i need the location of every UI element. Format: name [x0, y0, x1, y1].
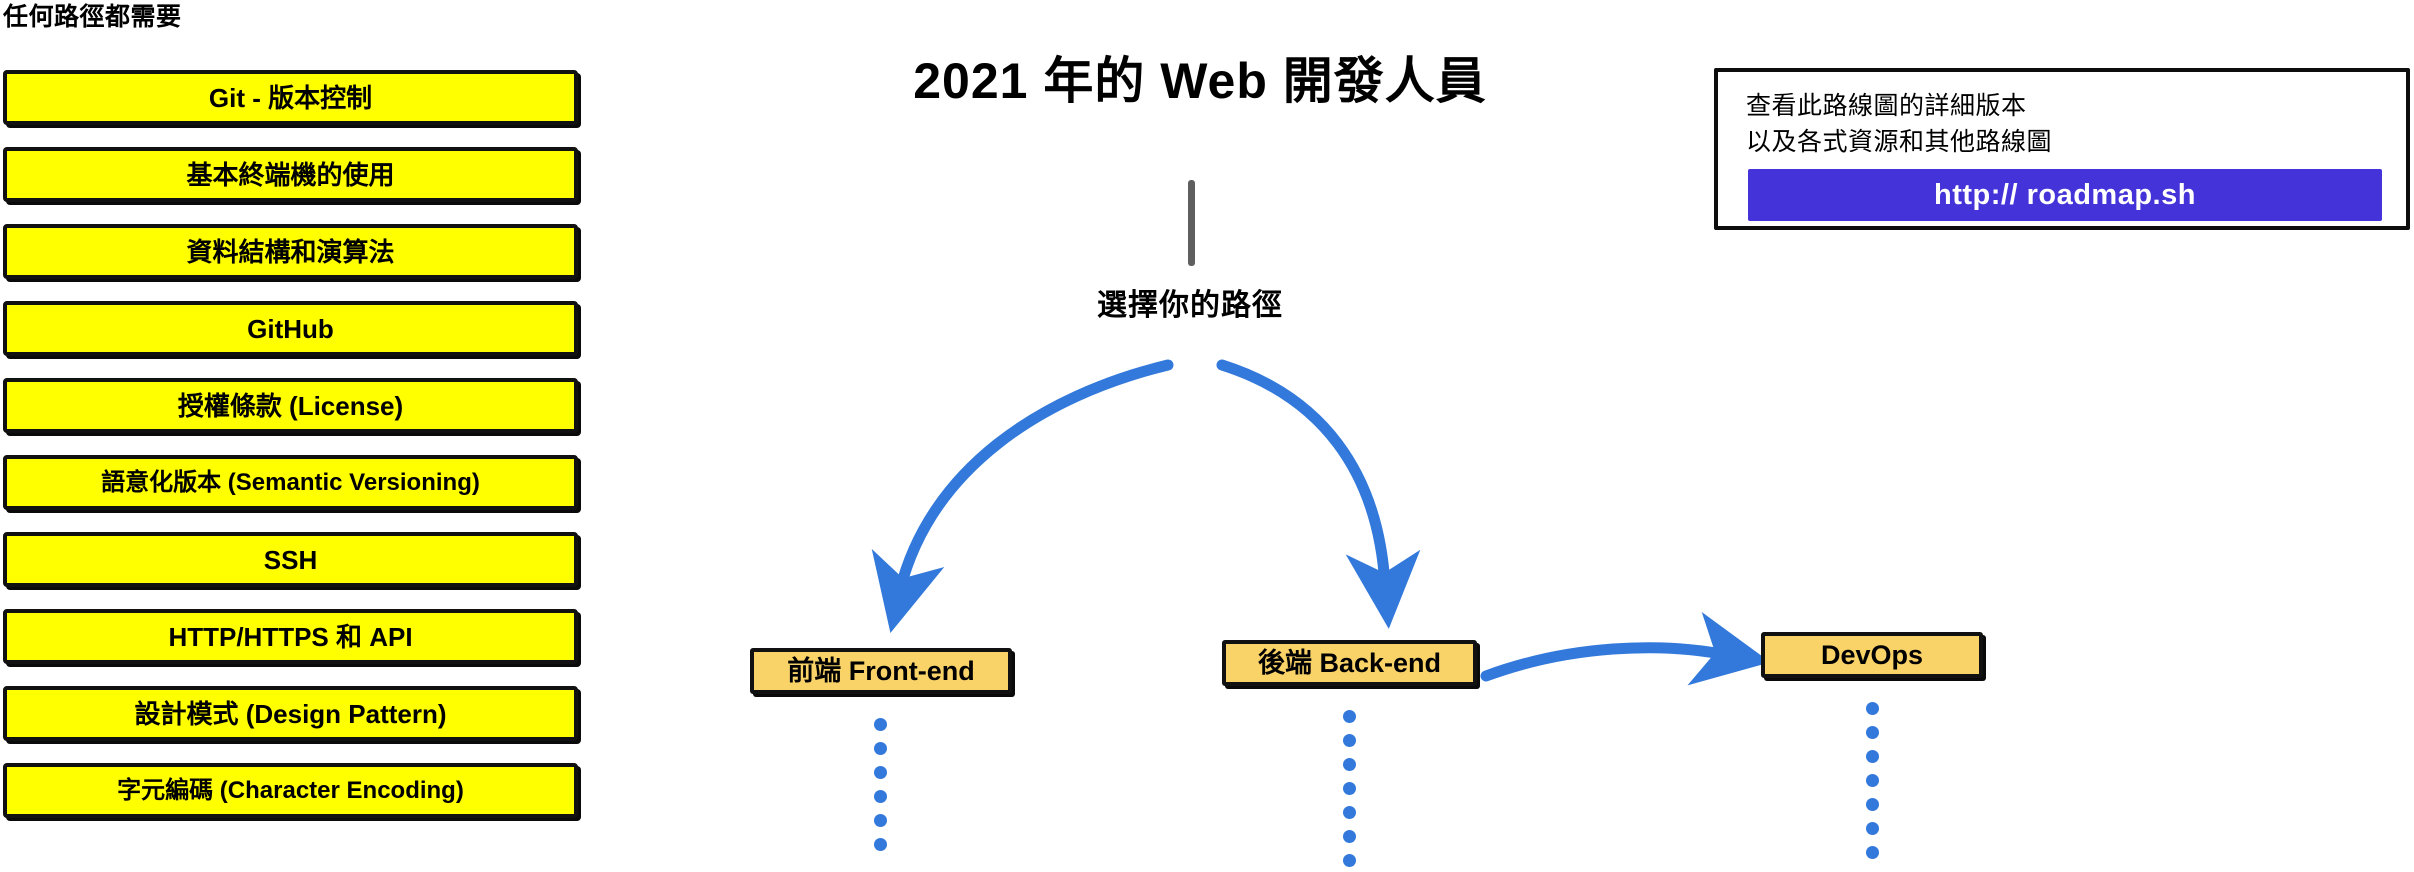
trail-dot: [1343, 734, 1356, 747]
dot-trail-backend: [1343, 710, 1356, 872]
skill-box-terminal[interactable]: 基本終端機的使用: [3, 147, 578, 202]
skill-box-ssh[interactable]: SSH: [3, 532, 578, 587]
skill-box-character-encoding[interactable]: 字元編碼 (Character Encoding): [3, 763, 578, 818]
path-node-devops[interactable]: DevOps: [1761, 632, 1983, 678]
trail-dot: [1866, 750, 1879, 763]
skill-box-design-pattern[interactable]: 設計模式 (Design Pattern): [3, 686, 578, 741]
sidebar-heading: 任何路徑都需要: [3, 3, 182, 31]
trail-dot: [1343, 854, 1356, 867]
skill-box-git[interactable]: Git - 版本控制: [3, 70, 578, 125]
roadmap-url-label: http:// roadmap.sh: [1934, 178, 2196, 211]
arrow-to-backend: [1216, 359, 1421, 629]
info-card: 查看此路線圖的詳細版本 以及各式資源和其他路線圖 http:// roadmap…: [1714, 68, 2410, 230]
skill-box-label: GitHub: [247, 313, 334, 344]
path-node-label: DevOps: [1820, 639, 1924, 670]
skill-box-label: 語意化版本 (Semantic Versioning): [101, 468, 480, 496]
trail-dot: [1343, 806, 1356, 819]
trail-dot: [874, 718, 887, 731]
trail-dot: [1343, 782, 1356, 795]
skill-box-label: SSH: [263, 544, 318, 575]
skill-box-label: 資料結構和演算法: [186, 236, 395, 267]
trail-dot: [1866, 846, 1879, 859]
trail-dot: [874, 814, 887, 827]
trail-dot: [1866, 822, 1879, 835]
arrow-to-frontend: [871, 359, 1174, 633]
trail-dot: [1866, 774, 1879, 787]
path-node-label: 前端 Front-end: [787, 655, 975, 686]
trail-dot: [1343, 710, 1356, 723]
path-node-label: 後端 Back-end: [1257, 647, 1442, 678]
skill-box-license[interactable]: 授權條款 (License): [3, 378, 578, 433]
skill-box-label: 授權條款 (License): [177, 390, 404, 421]
skill-box-label: 基本終端機的使用: [186, 159, 395, 190]
choose-path-label: 選擇你的路徑: [1097, 289, 1283, 322]
trail-dot: [874, 766, 887, 779]
trail-dot: [874, 838, 887, 851]
trail-dot: [1866, 702, 1879, 715]
skill-box-label: 字元編碼 (Character Encoding): [117, 776, 464, 804]
info-card-line-1: 查看此路線圖的詳細版本: [1746, 92, 2027, 120]
skill-box-semantic-versioning[interactable]: 語意化版本 (Semantic Versioning): [3, 455, 578, 510]
trail-dot: [874, 742, 887, 755]
skill-box-github[interactable]: GitHub: [3, 301, 578, 356]
skill-box-label: HTTP/HTTPS 和 API: [168, 621, 413, 652]
skill-box-http-api[interactable]: HTTP/HTTPS 和 API: [3, 609, 578, 664]
path-node-backend[interactable]: 後端 Back-end: [1222, 640, 1477, 686]
trail-dot: [1866, 726, 1879, 739]
trail-dot: [1343, 830, 1356, 843]
skill-box-data-structures[interactable]: 資料結構和演算法: [3, 224, 578, 279]
sidebar-skill-list: Git - 版本控制 基本終端機的使用 資料結構和演算法 GitHub 授權條款…: [3, 70, 578, 840]
trunk-connector-line: [1188, 180, 1195, 266]
roadmap-url-button[interactable]: http:// roadmap.sh: [1748, 169, 2382, 221]
info-card-text: 查看此路線圖的詳細版本 以及各式資源和其他路線圖: [1746, 88, 2366, 160]
prerequisites-sidebar: 任何路徑都需要 Git - 版本控制 基本終端機的使用 資料結構和演算法 Git…: [0, 0, 600, 872]
info-card-line-2: 以及各式資源和其他路線圖: [1746, 128, 2053, 156]
dot-trail-devops: [1866, 702, 1879, 870]
arrow-backend-to-devops: [1480, 612, 1771, 686]
path-node-frontend[interactable]: 前端 Front-end: [750, 648, 1012, 694]
skill-box-label: 設計模式 (Design Pattern): [134, 698, 447, 729]
trail-dot: [1866, 798, 1879, 811]
trail-dot: [874, 790, 887, 803]
page-title: 2021 年的 Web 開發人員: [913, 53, 1487, 109]
skill-box-label: Git - 版本控制: [208, 82, 373, 113]
trail-dot: [1343, 758, 1356, 771]
dot-trail-frontend: [874, 718, 887, 862]
